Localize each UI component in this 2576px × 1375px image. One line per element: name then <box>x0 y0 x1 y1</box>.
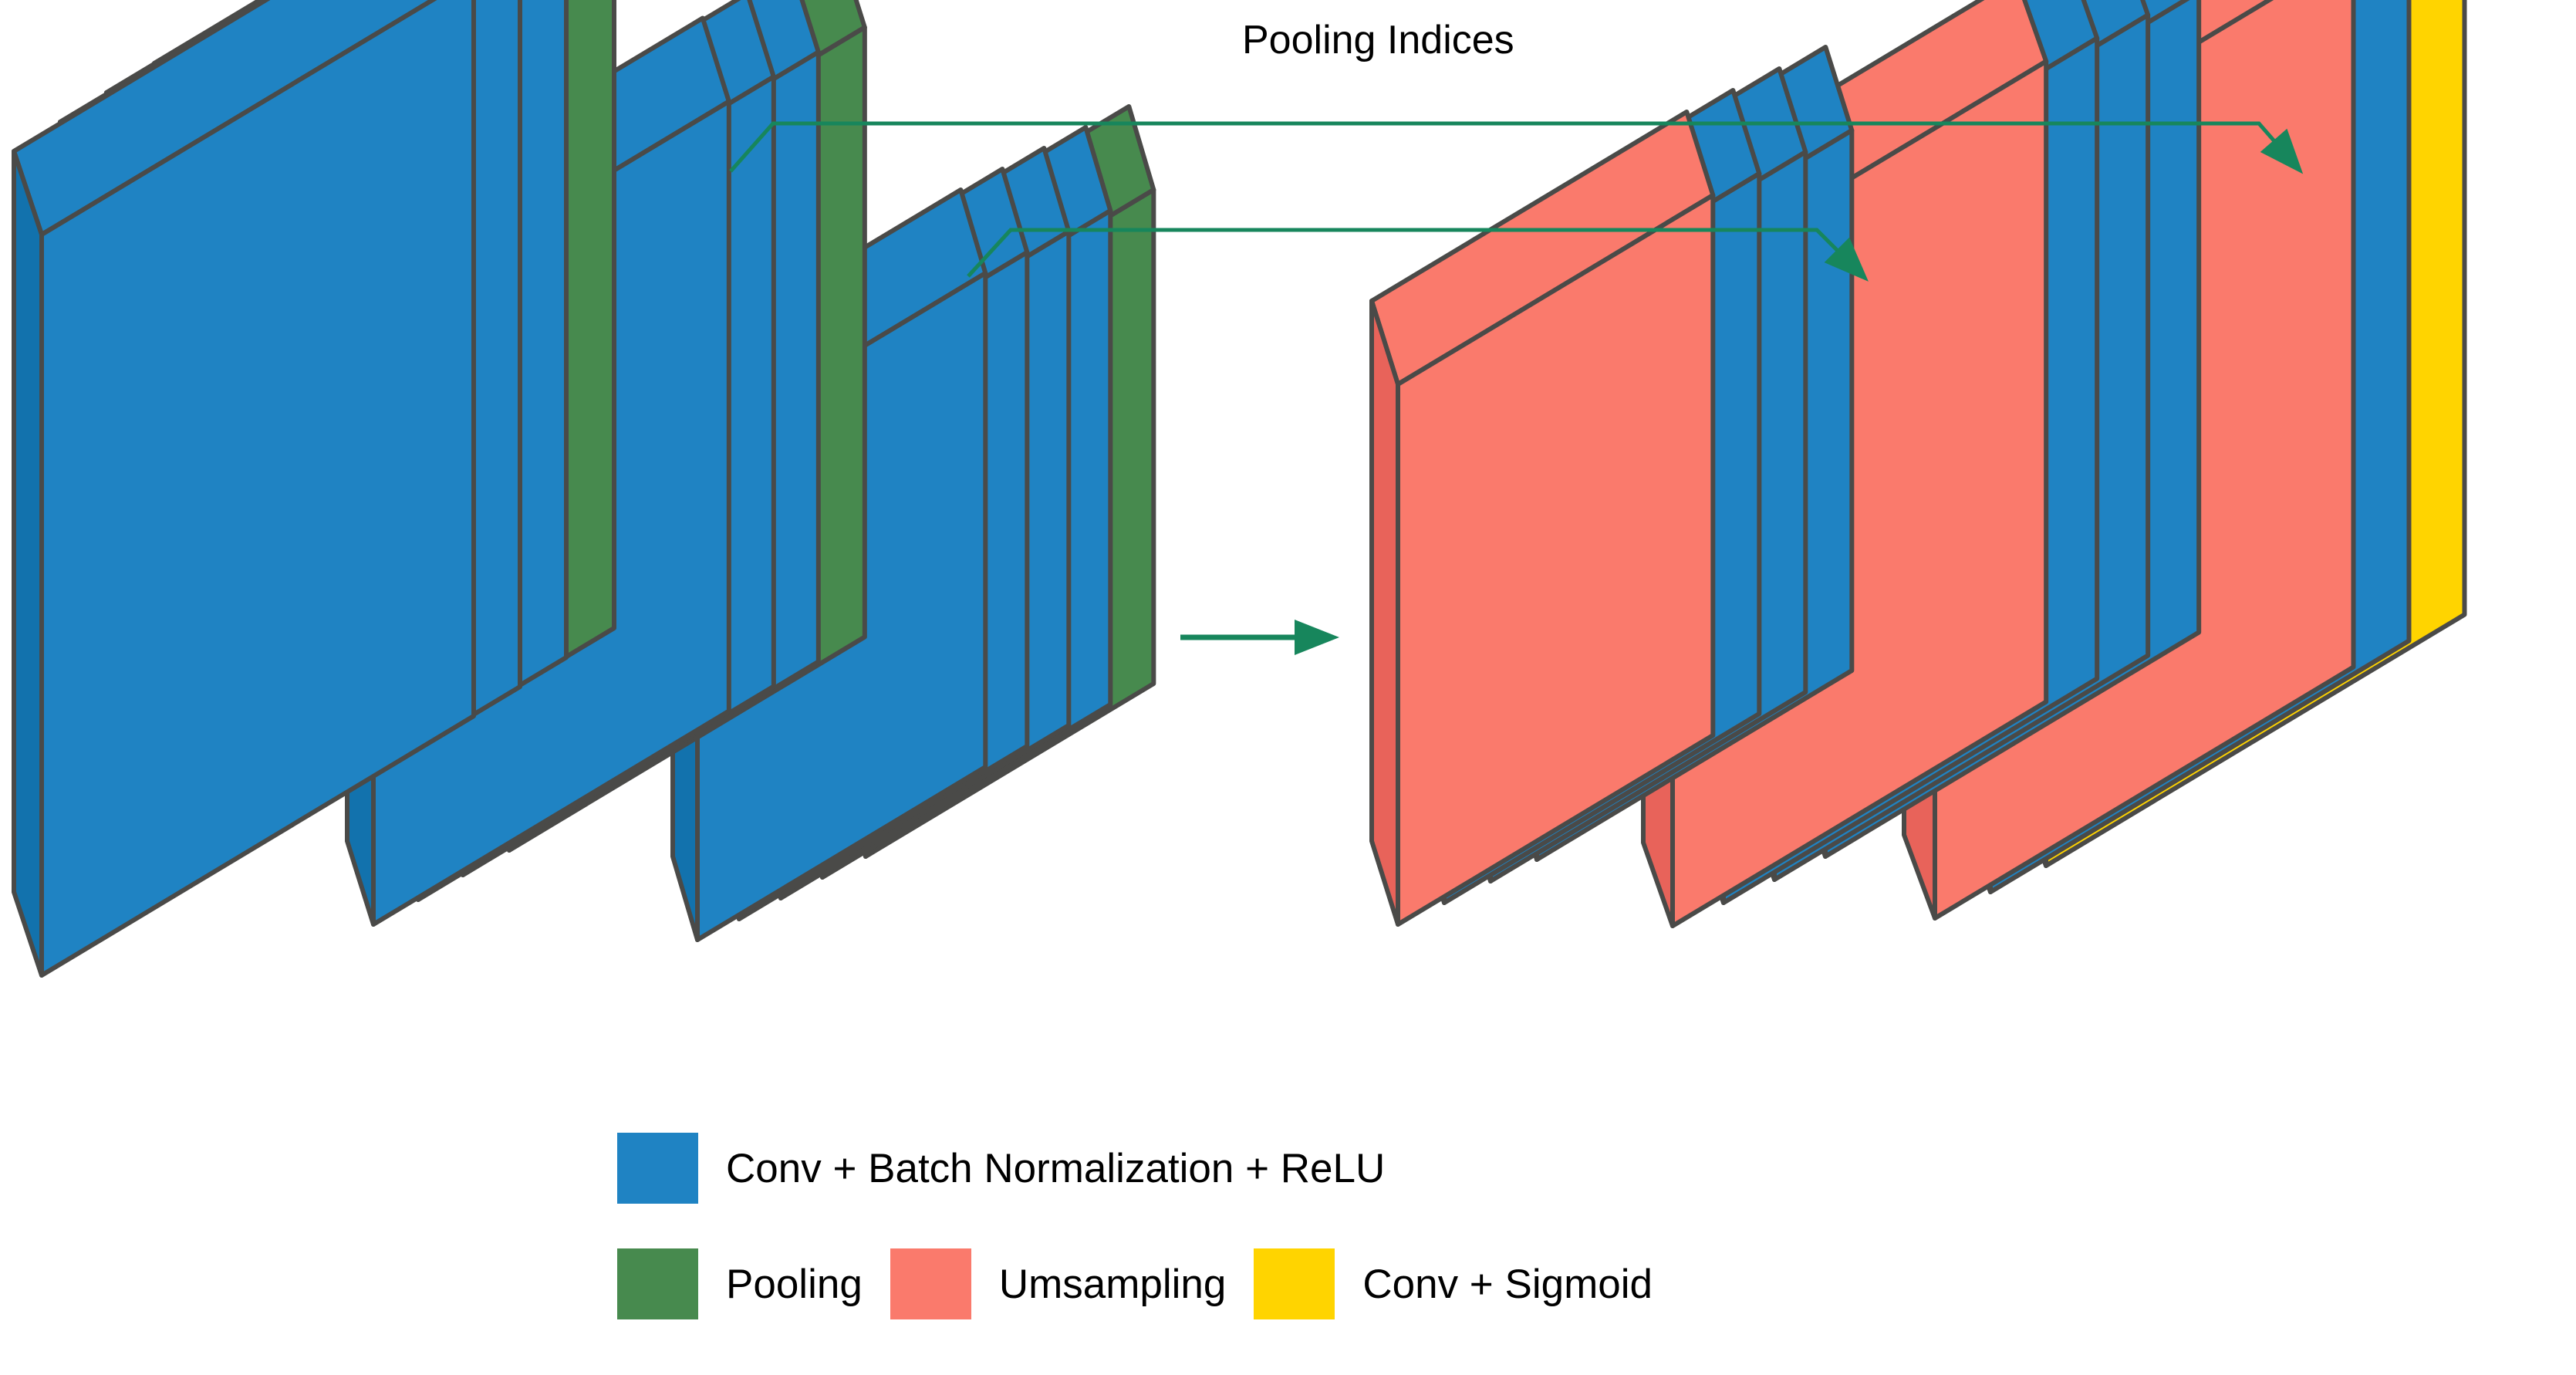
legend-upsampling-label: Umsampling <box>998 1261 1227 1307</box>
legend-output: Conv + Sigmoid <box>1254 1248 1653 1319</box>
legend-output-swatch <box>1254 1248 1335 1319</box>
pooling-indices-label: Pooling Indices <box>1242 18 1514 62</box>
arrow-layer <box>729 121 2304 655</box>
legend: Conv + Batch Normalization + ReLU Pooling… <box>0 1127 2576 1375</box>
legend-upsampling: Umsampling <box>890 1248 1227 1319</box>
legend-pooling: Pooling <box>617 1248 863 1319</box>
legend-output-label: Conv + Sigmoid <box>1362 1261 1653 1307</box>
pooling-indices-arrow-bottom-head <box>1824 237 1869 282</box>
legend-row-2: Pooling Umsampling Conv + Sigmoid <box>617 1248 1653 1319</box>
encoder-block-1-slab-0-conv <box>12 0 476 978</box>
legend-row-1: Conv + Batch Normalization + ReLU <box>617 1133 1385 1204</box>
legend-upsampling-swatch <box>890 1248 971 1319</box>
encoder-to-decoder-arrow-head <box>1295 620 1339 655</box>
legend-pooling-label: Pooling <box>726 1261 863 1307</box>
pooling-indices-arrow-top-head <box>2260 128 2304 174</box>
legend-conv-label: Conv + Batch Normalization + ReLU <box>726 1145 1386 1191</box>
decoder-block-1-slab-0-upsampling <box>1369 110 1716 927</box>
legend-conv: Conv + Batch Normalization + ReLU <box>617 1133 1385 1204</box>
legend-pooling-swatch <box>617 1248 698 1319</box>
slab-layer <box>12 0 2467 978</box>
legend-conv-swatch <box>617 1133 698 1204</box>
